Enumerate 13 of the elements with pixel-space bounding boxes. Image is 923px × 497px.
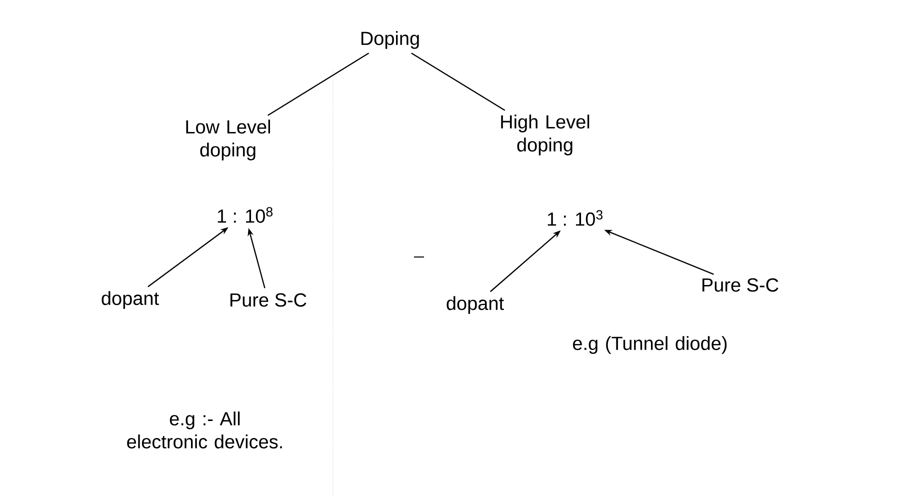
root-text: Doping: [361, 31, 419, 49]
annotation-text: Pure S-C: [702, 278, 778, 292]
branch-text: Low Level doping: [186, 120, 270, 160]
connector-line: [268, 52, 370, 116]
ratio-text: 1 : 10$^{8}$: [218, 207, 273, 223]
annotation-text: Pure S-C: [230, 293, 306, 307]
branch-text: High Level doping: [501, 114, 590, 156]
annotation-text: dopant: [446, 296, 504, 314]
ratio-text: 1 : 10$^{3}$: [548, 210, 602, 226]
annotation-text: dopant: [102, 291, 159, 309]
connector-line: [411, 52, 506, 111]
note-text: e.g :- All electronic devices.: [127, 412, 282, 448]
note-text: e.g (Tunnel diode): [573, 336, 727, 354]
